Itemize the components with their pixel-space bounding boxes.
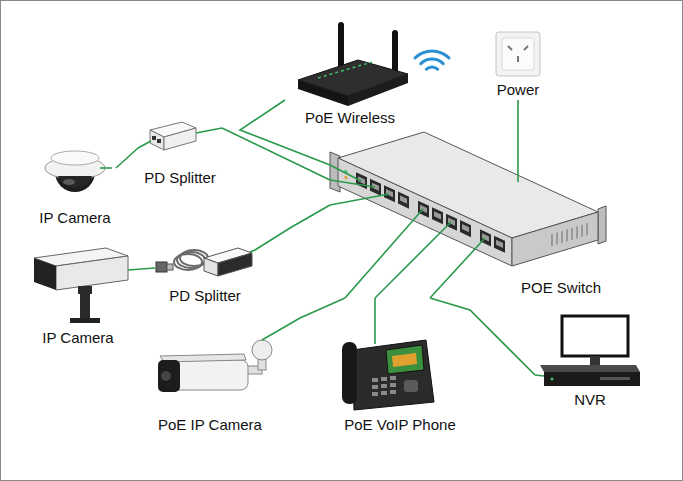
device-caption: Power (497, 82, 540, 98)
pd-splitter-drawing (150, 122, 196, 150)
device-caption: IP Camera (39, 210, 110, 226)
device-node: PoE IP Camera (145, 340, 275, 435)
device-node: NVR (535, 310, 645, 410)
wifi-symbol (415, 51, 449, 69)
poe-cable (517, 100, 519, 132)
dome-camera-drawing (45, 151, 105, 192)
pd-splitter-coil-drawing (156, 248, 252, 276)
poe-cable (116, 148, 138, 168)
device-node: PoE Wireless (285, 14, 415, 128)
router-drawing (298, 22, 408, 106)
voip-phone-drawing (342, 340, 434, 410)
poe-switch-drawing (330, 132, 606, 266)
nvr-drawing (540, 316, 640, 386)
device-caption: PD Splitter (169, 288, 241, 304)
cable-stub (100, 128, 544, 376)
poe-cable (255, 205, 330, 250)
device-caption: PoE Wireless (305, 110, 395, 126)
device-caption: IP Camera (42, 330, 113, 346)
poe-cable (222, 128, 330, 180)
device-node: POE Switch (330, 132, 605, 298)
device-caption: PoE IP Camera (158, 417, 262, 433)
power-outlet (496, 32, 540, 76)
bullet-camera-drawing (158, 340, 272, 392)
device-caption: PoE VoIP Phone (344, 417, 455, 433)
device-caption: PD Splitter (144, 170, 216, 186)
poe-cable (262, 298, 345, 340)
box-camera-drawing (34, 248, 128, 323)
device-caption: POE Switch (521, 280, 601, 296)
device-node: PD Splitter (138, 116, 222, 188)
device-node: Power (488, 28, 548, 100)
poe-cable (128, 268, 155, 270)
poe-cable (374, 298, 376, 330)
device-node: PD Splitter (155, 236, 255, 306)
poe-cable (430, 298, 535, 375)
device-caption: NVR (574, 392, 606, 408)
device-node: PoE VoIP Phone (339, 330, 461, 435)
device-node: IP Camera (28, 248, 128, 348)
device-node: IP Camera (34, 146, 116, 228)
